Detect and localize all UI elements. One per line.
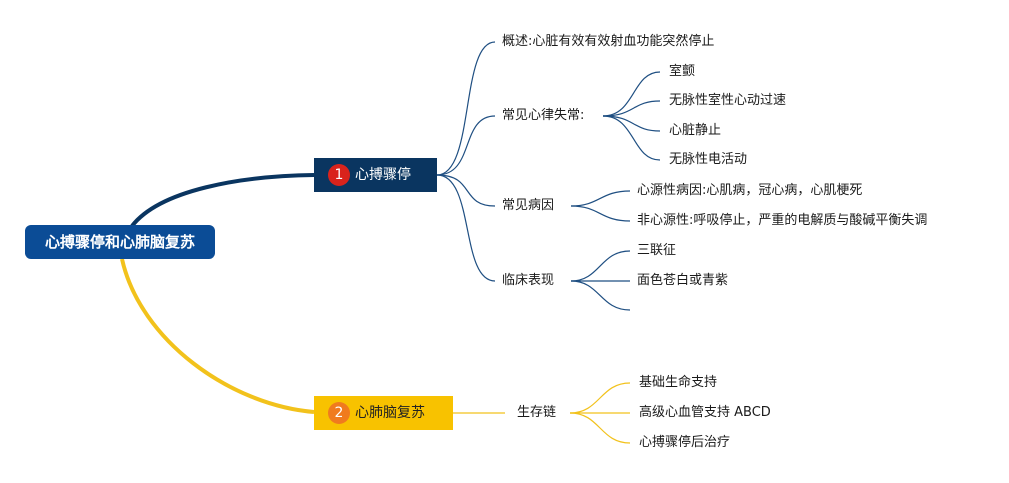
link-b1-overview [436,41,496,176]
root-label: 心搏骤停和心肺脑复苏 [44,233,195,251]
link-root-branch1 [130,173,315,228]
topic-survival-chain[interactable]: 生存链 [517,405,557,420]
arrhythmia-item[interactable]: 无脉性电活动 [669,152,748,167]
chain-item[interactable]: 高级心血管支持 ABCD [639,405,771,420]
topic-clinical[interactable]: 临床表现 [502,273,555,288]
number-badge-2: 2 [328,402,350,424]
arrhythmia-item[interactable]: 室颤 [669,64,696,79]
link-arr-3 [602,115,661,132]
link-clin-3 [570,280,631,311]
link-cause-1 [570,190,631,207]
chain-item[interactable]: 基础生命支持 [639,375,718,390]
cause-item[interactable]: 心源性病因:心肌病，冠心病，心肌梗死 [637,183,863,198]
link-arr-4 [602,115,661,161]
branch-label: 心搏骤停 [355,167,411,183]
link-b1-clinical [436,174,496,282]
chain-item[interactable]: 心搏骤停后治疗 [639,435,731,450]
link-arr-2 [602,100,661,117]
topic-arrhythmia[interactable]: 常见心律失常: [502,108,585,123]
topic-overview[interactable]: 概述:心脏有效有效射血功能突然停止 [502,34,715,49]
link-b1-arrhythmia [436,115,496,176]
link-chain-1 [569,382,631,414]
root-node[interactable]: 心搏骤停和心肺脑复苏 [25,225,215,259]
cause-item[interactable]: 非心源性:呼吸停止，严重的电解质与酸碱平衡失调 [637,213,928,228]
topic-causes[interactable]: 常见病因 [502,198,555,213]
branch-cardiac-arrest[interactable]: 1 心搏骤停 [314,158,437,192]
clinical-item[interactable]: 三联征 [637,243,677,258]
arrhythmia-item[interactable]: 无脉性室性心动过速 [669,93,787,108]
number-badge-1: 1 [328,164,350,186]
clinical-item[interactable]: 面色苍白或青紫 [637,273,729,288]
branch-label: 心肺脑复苏 [355,405,425,421]
link-cause-2 [570,205,631,222]
link-chain-3 [569,412,631,444]
branch-cpcr[interactable]: 2 心肺脑复苏 [314,396,453,430]
link-root-branch2 [120,258,315,414]
link-b1-causes [436,174,496,207]
link-clin-1 [570,250,631,282]
arrhythmia-item[interactable]: 心脏静止 [669,123,722,138]
link-arr-1 [602,71,661,117]
